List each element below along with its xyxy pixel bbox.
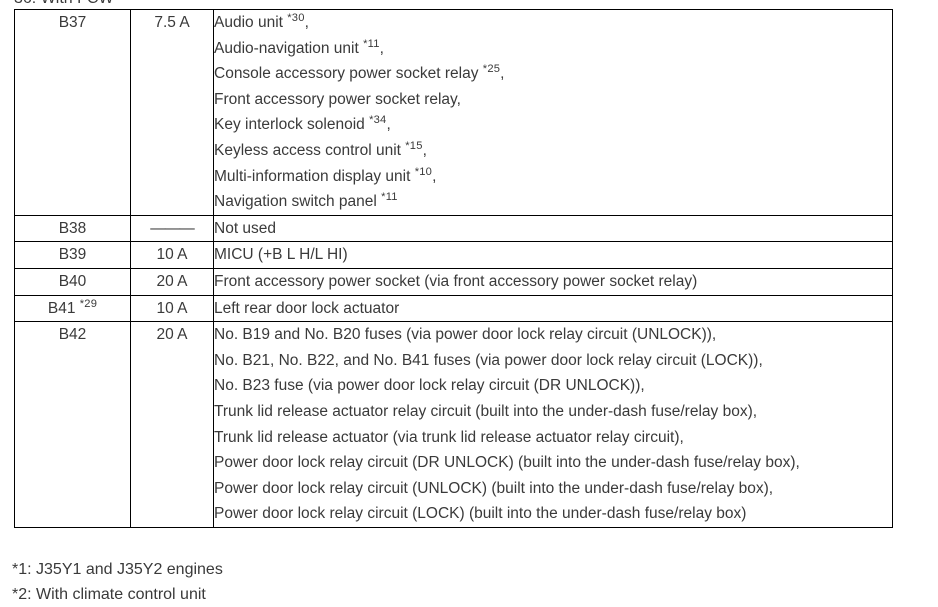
fuse-number-cell: B42: [14, 321, 131, 528]
fuse-description-line: Key interlock solenoid *34,: [214, 114, 391, 134]
fuse-description-line: No. B23 fuse (via power door lock relay …: [214, 377, 645, 395]
fuse-listing-table: B37 7.5 A Audio unit *30, Audio-navigation …: [14, 9, 893, 528]
description-footnote-marker: *25: [482, 63, 501, 76]
fuse-amperage-cell: 20 A: [130, 267, 214, 296]
table-row: B38 ——— Not used: [14, 214, 893, 243]
fuse-amperage-cell: 10 A: [130, 294, 214, 323]
fuse-amperage-label: ———: [150, 219, 195, 237]
fuse-description-line: No. B19 and No. B20 fuses (via power doo…: [214, 326, 717, 344]
description-footnote-marker: *15: [405, 139, 423, 152]
fuse-description-line: Keyless access control unit *15,: [214, 139, 427, 159]
fuse-amperage-cell: ———: [130, 214, 214, 243]
fuse-description-cell: Audio unit *30, Audio-navigation unit *11…: [213, 9, 893, 216]
fuse-description-line: Trunk lid release actuator relay circuit…: [214, 402, 758, 420]
fuse-description-line: Front accessory power socket relay,: [214, 90, 461, 108]
fuse-description-line: Power door lock relay circuit (DR UNLOCK…: [214, 454, 800, 472]
fuse-description-line: Left rear door lock actuator: [214, 299, 400, 317]
fuse-description-cell: No. B19 and No. B20 fuses (via power doo…: [213, 321, 893, 528]
fuse-description-line: Navigation switch panel *11: [214, 191, 398, 211]
fuse-description-line: No. B21, No. B22, and No. B41 fuses (via…: [214, 351, 763, 369]
fuse-description-line: Not used: [214, 219, 277, 237]
table-row: B42 20 A No. B19 and No. B20 fuses (via po…: [14, 321, 893, 528]
fuse-amperage-cell: 20 A: [130, 321, 214, 528]
fuse-description-cell: Not used: [213, 214, 893, 243]
fuse-description-line: Front accessory power socket (via front …: [214, 272, 698, 290]
fuse-description-cell: Left rear door lock actuator: [213, 294, 893, 323]
fuse-number-label: B37: [58, 14, 87, 31]
fuse-amperage-label: 10 A: [156, 299, 188, 317]
fuse-number-cell: B40: [14, 267, 131, 296]
fuse-number-label: B40: [58, 272, 87, 290]
fuse-number-label: B42: [58, 326, 87, 344]
description-footnote-marker: *30: [287, 11, 305, 24]
table-row: B40 20 A Front accessory power socket (via…: [14, 267, 893, 296]
fuse-number-label: B39: [58, 246, 87, 264]
footnote-list: *1: J35Y1 and J35Y2 engines *2: With clim…: [12, 557, 223, 607]
fuse-description-line: Trunk lid release actuator (via trunk li…: [214, 428, 684, 446]
fuse-description-cell: Front accessory power socket (via front …: [213, 267, 893, 296]
fuse-amperage-cell: 10 A: [130, 241, 214, 269]
fuse-number-label: B41 *29: [47, 297, 98, 317]
fuse-description-line: Audio unit *30,: [214, 11, 309, 31]
fuse-amperage-label: 20 A: [156, 326, 188, 344]
fuse-table-body: B37 7.5 A Audio unit *30, Audio-navigation …: [14, 9, 893, 528]
fuse-number-cell: B39: [14, 241, 131, 269]
fuse-number-cell: B41 *29: [14, 294, 131, 323]
description-footnote-marker: *11: [381, 191, 398, 203]
fuse-description-cell: MICU (+B L H/L HI): [213, 241, 893, 269]
description-footnote-marker: *10: [414, 165, 433, 178]
description-footnote-marker: *11: [363, 37, 380, 50]
section-note-above-table: 36: With FCW: [14, 0, 114, 9]
fuse-description-line: Multi-information display unit *10,: [214, 165, 437, 185]
footnote-item: *1: J35Y1 and J35Y2 engines: [12, 561, 223, 578]
fuse-description-line: MICU (+B L H/L HI): [214, 246, 348, 264]
fuse-number-label: B38: [58, 219, 87, 237]
description-footnote-marker: *34: [369, 114, 387, 127]
fuse-amperage-cell: 7.5 A: [130, 9, 214, 216]
fuse-description-line: Console accessory power socket relay *25…: [214, 63, 505, 83]
fuse-amperage-label: 7.5 A: [154, 14, 190, 31]
footnote-item: *2: With climate control unit: [12, 586, 206, 603]
table-row: B39 10 A MICU (+B L H/L HI): [14, 241, 893, 269]
fuse-number-footnote-marker: *29: [79, 297, 98, 310]
fuse-number-cell: B37: [14, 9, 131, 216]
fuse-amperage-label: 20 A: [156, 272, 188, 290]
fuse-number-cell: B38: [14, 214, 131, 243]
table-row: B37 7.5 A Audio unit *30, Audio-navigation …: [14, 9, 893, 216]
table-row: B41 *29 10 A Left rear door lock actuator: [14, 294, 893, 323]
fuse-amperage-label: 10 A: [156, 246, 188, 264]
fuse-description-line: Audio-navigation unit *11,: [214, 37, 384, 57]
fuse-description-line: Power door lock relay circuit (UNLOCK) (…: [214, 479, 774, 497]
fuse-description-line: Power door lock relay circuit (LOCK) (bu…: [214, 505, 747, 523]
